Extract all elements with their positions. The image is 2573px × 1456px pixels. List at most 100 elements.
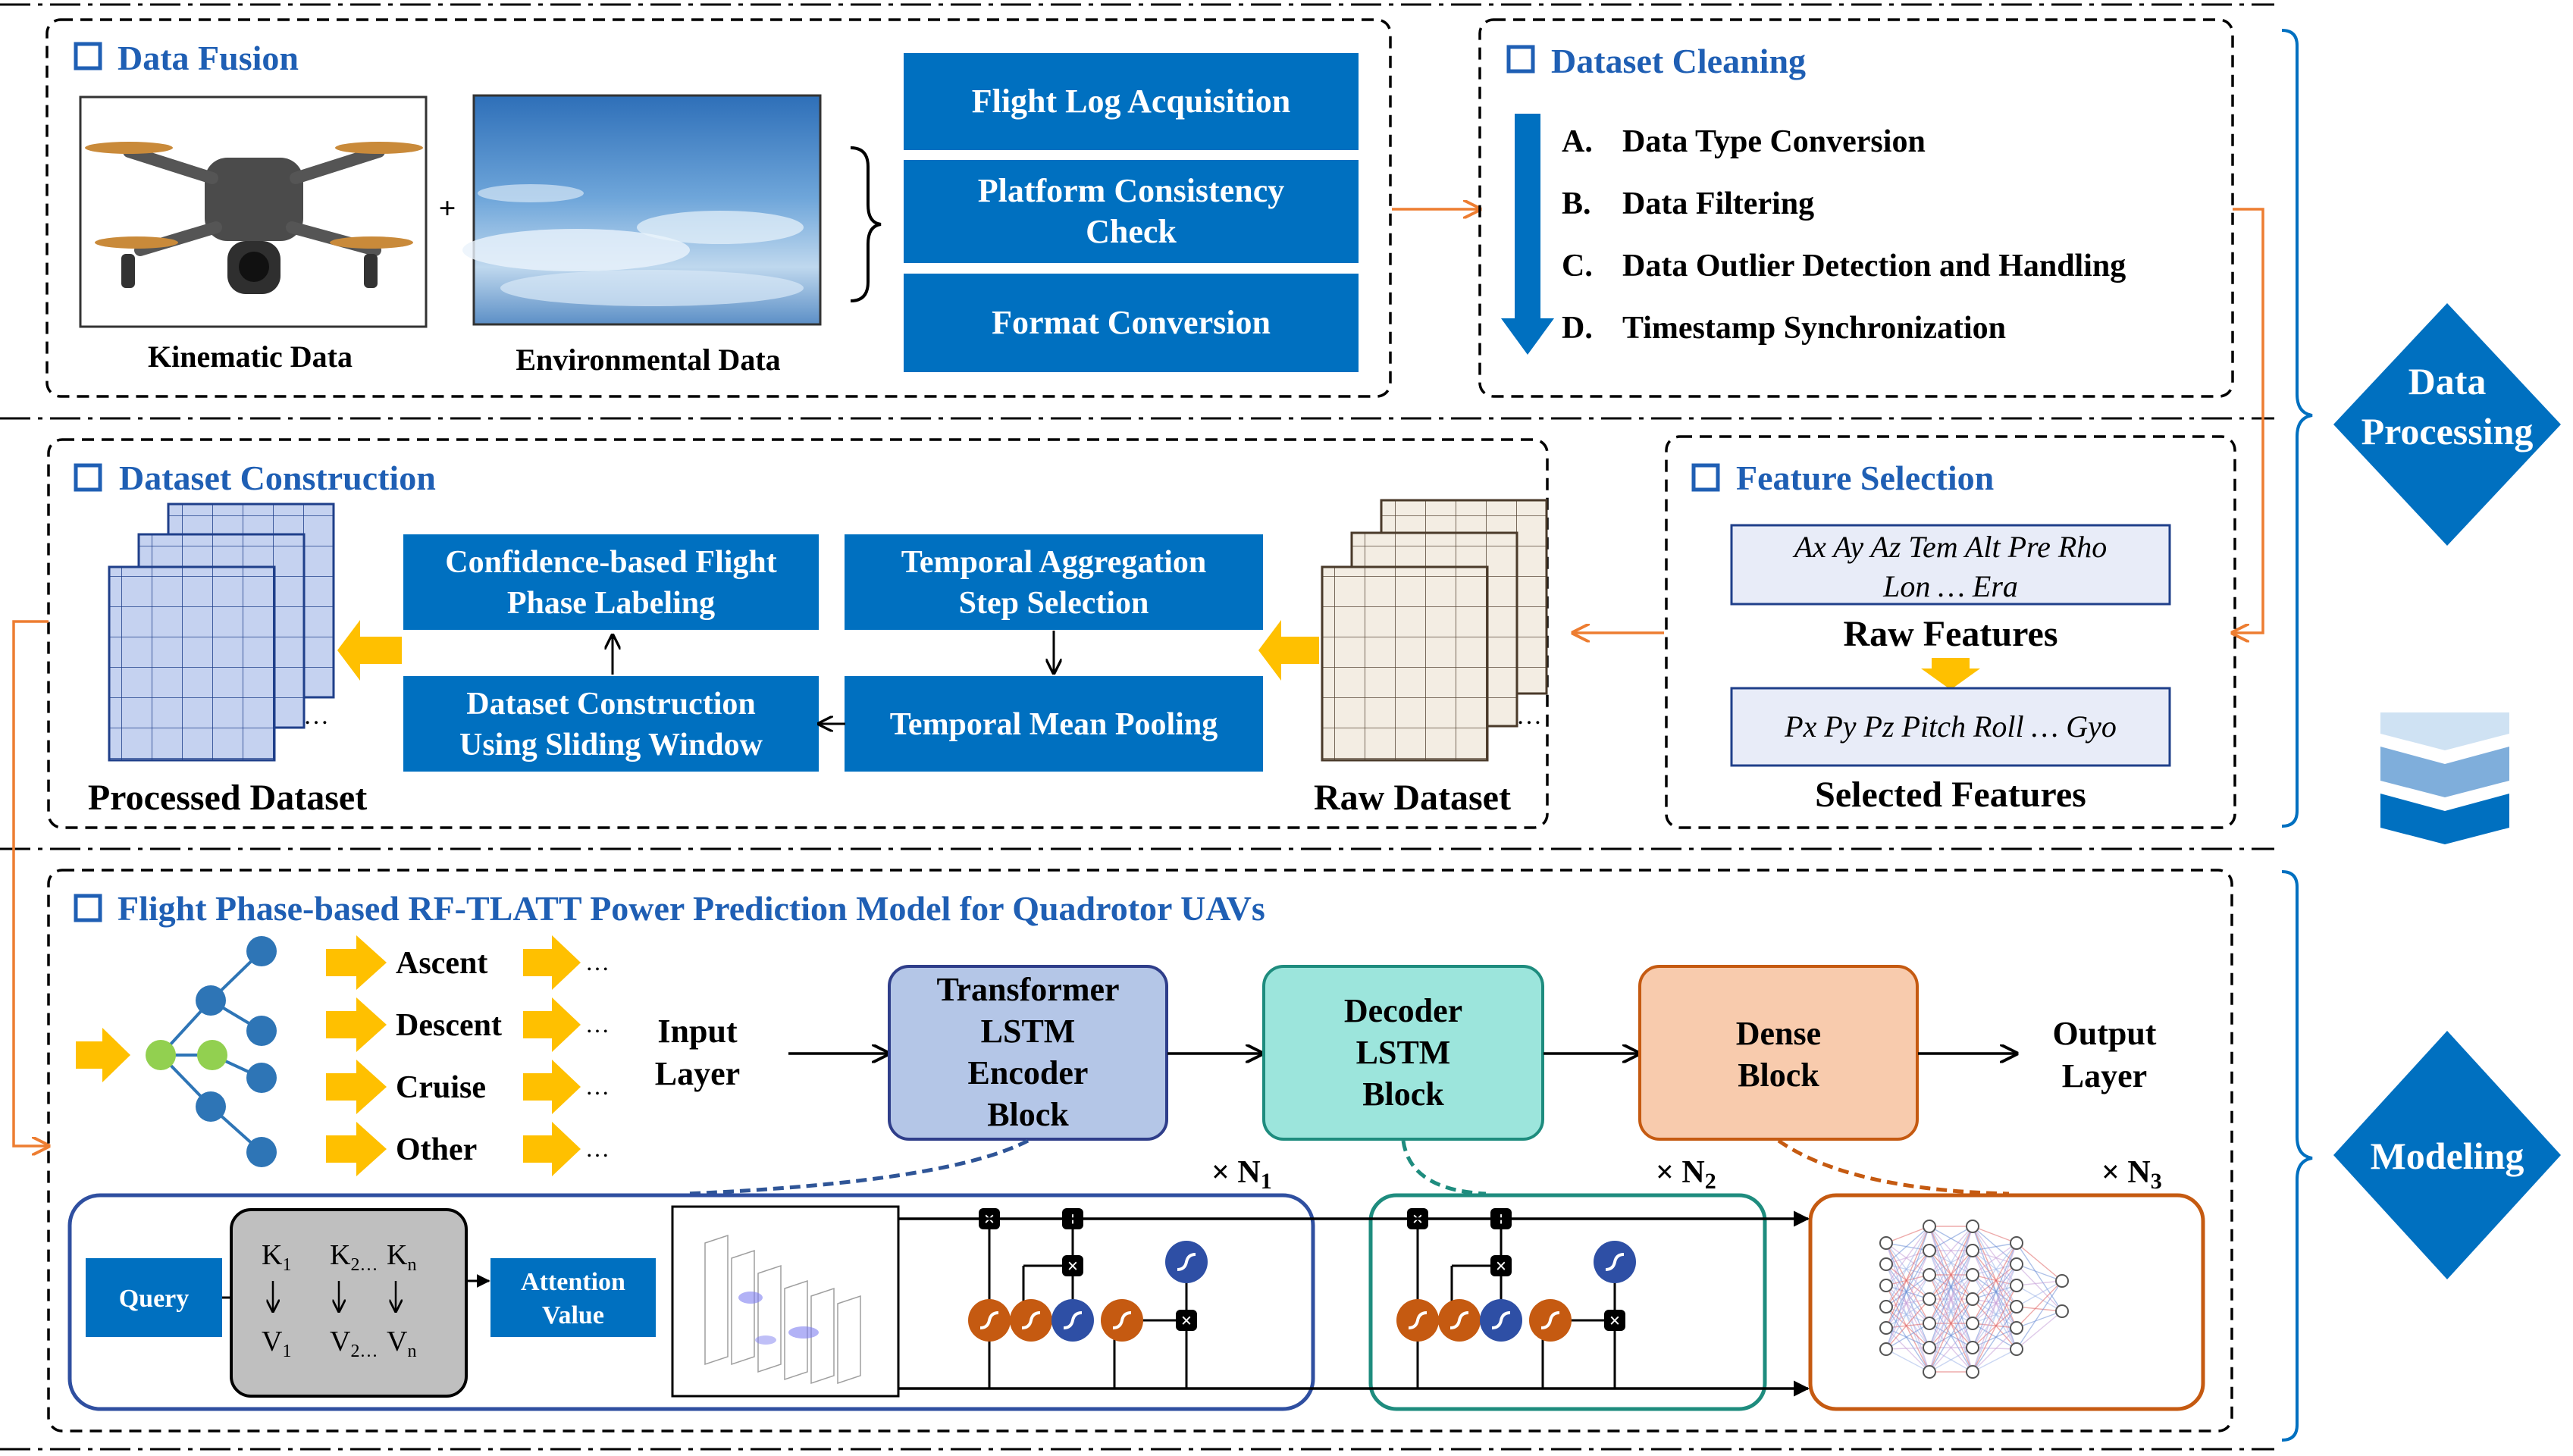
- raw-features-box: [1730, 524, 2171, 606]
- neuron-node: [1879, 1279, 1893, 1292]
- right-bracket-modeling: [2281, 870, 2313, 1442]
- cleaning-item-text: Data Filtering: [1622, 186, 1814, 221]
- construction-to-model-arrow: [12, 620, 49, 1146]
- yellow-arrow-icon: [523, 935, 581, 990]
- processed-dataset-grid: …: [108, 503, 335, 762]
- sky-image: [462, 94, 822, 326]
- cleaning-item-letter: B.: [1562, 186, 1591, 221]
- fusion-step-label: Format Conversion: [992, 304, 1271, 341]
- neuron-node: [1966, 1244, 1979, 1257]
- environmental-data-label: Environmental Data: [516, 343, 780, 377]
- feature-selection-panel: Feature Selection Ax Ay Az Tem Alt Pre R…: [1665, 435, 2236, 829]
- raw-features-label: Raw Features: [1843, 614, 2057, 654]
- expansion-curve: [685, 1138, 1030, 1196]
- gate-icon: [1062, 1255, 1083, 1276]
- neuron-node: [1966, 1268, 1979, 1282]
- neuron-node: [1923, 1268, 1936, 1282]
- n1-label: × N1: [1211, 1155, 1272, 1194]
- query-label: Query: [119, 1285, 190, 1313]
- dense-detail-container: [1808, 1193, 2205, 1411]
- query-box: [86, 1258, 222, 1337]
- yellow-arrow-icon: [523, 997, 581, 1052]
- key-value-box: [230, 1208, 468, 1398]
- value-label: V2…: [330, 1326, 378, 1361]
- phase-label: Cruise: [396, 1070, 486, 1105]
- n2-label: × N2: [1656, 1155, 1716, 1194]
- dataset-cleaning-panel: Dataset Cleaning A.Data Type ConversionB…: [1478, 18, 2234, 398]
- down-arrow-icon: [1501, 114, 1554, 355]
- mean-pooling-box-label: Temporal Mean Pooling: [890, 707, 1218, 742]
- key-label: K2…: [330, 1239, 378, 1275]
- cleaning-to-selection-arrow: [2233, 208, 2264, 633]
- chevron-down-icon: [2380, 712, 2509, 844]
- encoder-detail-container: [67, 1193, 1315, 1411]
- value-label: Vn: [387, 1326, 416, 1361]
- plus-sign: +: [439, 191, 456, 225]
- neuron-node: [1923, 1365, 1936, 1379]
- kinematic-data-label: Kinematic Data: [148, 340, 353, 374]
- confidence-labeling-box: [403, 534, 819, 630]
- neuron-node: [2055, 1304, 2069, 1318]
- neuron-node: [1966, 1292, 1979, 1306]
- key-label: Kn: [387, 1239, 416, 1275]
- gate-symbol: ×: [1067, 1255, 1079, 1277]
- attention-value-box: [490, 1258, 656, 1337]
- yellow-arrow-icon: [1258, 620, 1319, 681]
- gate-icon: [1176, 1310, 1197, 1331]
- section-marker-icon: [74, 463, 102, 492]
- phase-ellipsis: …: [585, 1072, 610, 1100]
- section-marker-icon: [1506, 45, 1535, 74]
- yellow-down-arrow-icon: [1921, 658, 1980, 690]
- neuron-node: [2010, 1321, 2023, 1335]
- cleaning-item-letter: A.: [1562, 124, 1593, 159]
- neuron-node: [1879, 1321, 1893, 1335]
- neuron-node: [1923, 1244, 1936, 1257]
- lstm-decoder-cell: ×+××: [1396, 1208, 1636, 1389]
- data-fusion-panel: Data Fusion +: [45, 18, 1392, 398]
- phase-ellipsis: …: [585, 1135, 610, 1162]
- neuron-node: [2010, 1342, 2023, 1356]
- neuron-node: [1966, 1365, 1979, 1379]
- cleaning-item-text: Data Type Conversion: [1622, 124, 1926, 159]
- drone-image: [79, 96, 428, 328]
- neuron-node: [1879, 1300, 1893, 1314]
- neuron-node: [1966, 1220, 1979, 1233]
- neuron-node: [2010, 1257, 2023, 1271]
- decoder-detail-container: [1368, 1193, 1767, 1411]
- cleaning-item-text: Timestamp Synchronization: [1622, 311, 2006, 346]
- ellipsis: …: [1516, 702, 1542, 730]
- neuron-node: [2010, 1300, 2023, 1314]
- section-marker-icon: [74, 42, 102, 70]
- cleaning-item-text: Data Outlier Detection and Handling: [1622, 249, 2126, 283]
- dense-block: [1638, 965, 1919, 1141]
- modeling-diamond: Modeling: [2333, 1031, 2561, 1279]
- n3-label: × N3: [2101, 1155, 2162, 1194]
- transformer-encoder-block: [888, 965, 1168, 1141]
- raw-dataset-grid: …: [1321, 499, 1548, 762]
- neuron-node: [1966, 1341, 1979, 1354]
- neuron-node: [1923, 1292, 1936, 1306]
- aggregation-step-box: [845, 534, 1263, 630]
- cleaning-item-letter: C.: [1562, 249, 1593, 283]
- value-label: V1: [262, 1326, 291, 1361]
- phase-label: Ascent: [396, 946, 487, 981]
- gate-symbol: ×: [1609, 1310, 1621, 1332]
- brace-icon: [850, 146, 882, 302]
- section-title: Flight Phase-based RF-TLATT Power Predic…: [118, 889, 1265, 928]
- neuron-node: [1966, 1317, 1979, 1330]
- section-title: Dataset Construction: [119, 459, 436, 497]
- phase-ellipsis: …: [585, 1010, 610, 1038]
- neuron-node: [1923, 1317, 1936, 1330]
- section-marker-icon: [1691, 463, 1720, 492]
